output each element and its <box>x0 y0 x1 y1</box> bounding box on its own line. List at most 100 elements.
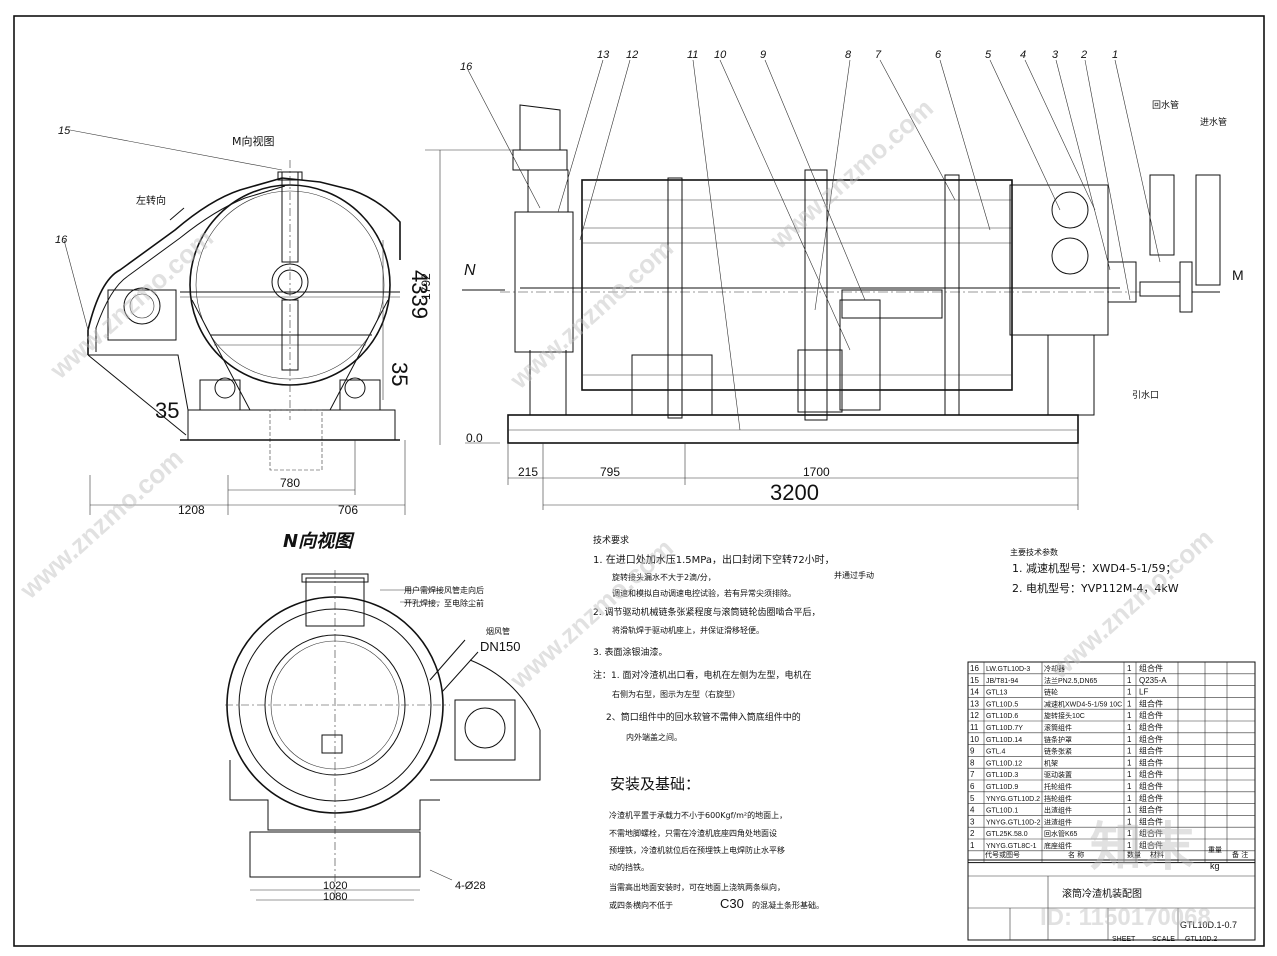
drain-label: 引水口 <box>1132 389 1159 401</box>
bom-qty: 1 <box>1127 829 1132 838</box>
bom-name: 出渣组件 <box>1044 806 1072 815</box>
bom-no: 10 <box>970 735 979 744</box>
params-title: 主要技术参数 <box>1010 547 1058 557</box>
balloon-6: 6 <box>935 49 942 61</box>
bom-header-remark: 备 注 <box>1232 850 1248 859</box>
bom-no: 13 <box>970 699 979 708</box>
bom-mat: 组合件 <box>1139 769 1163 779</box>
dim-3200: 3200 <box>770 480 819 505</box>
balloon-1: 1 <box>1112 49 1118 61</box>
bom-mat: 组合件 <box>1139 793 1163 803</box>
bom-code: GTL25K.58.0 <box>986 831 1028 838</box>
watermark-site-3: www.znzmo.com <box>763 93 939 255</box>
bom-no: 12 <box>970 711 979 720</box>
footer-code: GTL10D.2 <box>1185 936 1217 943</box>
balloon-12: 12 <box>626 49 638 61</box>
bom-name: 链轮 <box>1044 688 1058 697</box>
drawing-no: GTL10D.1-0.7 <box>1180 920 1237 930</box>
side-view <box>63 129 520 515</box>
bom-qty: 1 <box>1127 723 1132 732</box>
bom-mat: 组合件 <box>1139 722 1163 732</box>
bom-qty: 1 <box>1127 676 1132 685</box>
bom-qty: 1 <box>1127 817 1132 826</box>
title-block <box>967 859 1256 941</box>
bom-code: GTL10D.7Y <box>986 725 1023 732</box>
bom-qty: 1 <box>1127 758 1132 767</box>
rotation-label: 左转向 <box>136 194 166 207</box>
holes-label: 4-Ø28 <box>455 880 486 892</box>
dim-1020: 1020 <box>323 880 347 892</box>
balloon-16-side: 16 <box>55 234 68 246</box>
dim-795: 795 <box>600 465 620 479</box>
bom-code: YNYG.GTL10D-2 <box>986 819 1041 826</box>
foundation-line-1: 冷渣机平置于承载力不小于600Kgf/m²的地面上， <box>609 810 787 820</box>
bom-mat: 组合件 <box>1139 840 1163 850</box>
bom-code: GTL13 <box>986 690 1008 697</box>
balloon-2: 2 <box>1080 49 1087 61</box>
bom-header-unit: kg <box>1210 861 1220 871</box>
balloon-10: 10 <box>714 49 727 61</box>
tech-item-8: 右侧为右型，图示为左型（右旋型） <box>612 689 740 699</box>
duct-size: DN150 <box>480 639 520 654</box>
bom-qty: 1 <box>1127 735 1132 744</box>
bom-mat: 组合件 <box>1139 698 1163 708</box>
tech-item-1: 1. 在进口处加水压1.5MPa，出口封闭下空转72小时， <box>593 553 835 566</box>
bom-code: YNYG.GTL10D.2 <box>986 796 1040 803</box>
duct-label: 烟风管 <box>486 626 510 636</box>
bom-code: GTL10D.5 <box>986 701 1018 708</box>
bom-header-name: 名 称 <box>1068 850 1084 859</box>
bom-no: 1 <box>970 841 975 850</box>
foundation-line-7: 的混凝土条形基础。 <box>752 900 824 910</box>
bom-mat: 组合件 <box>1139 663 1163 673</box>
param-2: 2. 电机型号：YVP112M-4，4kW <box>1012 581 1179 595</box>
watermark-id: ID: 1150170068 <box>1040 904 1211 931</box>
bom-mat: 组合件 <box>1139 734 1163 744</box>
foundation-line-4: 动的挡铁。 <box>609 862 649 872</box>
balloon-9: 9 <box>760 49 766 61</box>
balloon-8: 8 <box>845 49 852 61</box>
tech-item-5: 将滑轨焊于驱动机座上，并保证滑移轻便。 <box>612 625 764 635</box>
tech-side-note: 并通过手动 <box>834 570 874 580</box>
tech-item-3: 调速和模拟自动调速电控试验，若有异常尖须排除。 <box>612 588 796 598</box>
bom-mat: 组合件 <box>1139 757 1163 767</box>
bom-mat: 组合件 <box>1139 746 1163 756</box>
balloon-15: 15 <box>58 125 71 137</box>
balloon-3: 3 <box>1052 49 1059 61</box>
bom-no: 2 <box>970 829 975 838</box>
dim-1792: 1792 <box>419 273 433 300</box>
foundation-line-6: 或四条横向不低于 <box>609 900 673 910</box>
bom-name: 减速机XWD4-5-1/59 10C <box>1044 699 1122 708</box>
tech-title: 技术要求 <box>593 534 629 546</box>
side-view-m-label: M向视图 <box>232 134 275 148</box>
bom-mat: Q235-A <box>1139 676 1167 685</box>
sheet-frame <box>13 15 1265 947</box>
bom-name: 法兰PN2.5,DN65 <box>1044 676 1097 685</box>
foundation-c30: C30 <box>720 896 744 911</box>
tech-item-7: 注：1. 面对冷渣机出口看，电机在左侧为左型，电机在 <box>593 669 811 681</box>
bom-qty: 1 <box>1127 664 1132 673</box>
bom-mat: 组合件 <box>1139 781 1163 791</box>
bom-mat: 组合件 <box>1139 805 1163 815</box>
dim-1208: 1208 <box>178 503 205 517</box>
bom-name: 托轮组件 <box>1044 782 1072 791</box>
bom-qty: 1 <box>1127 782 1132 791</box>
bom-name: 链条张紧 <box>1044 747 1072 756</box>
bom-mat: 组合件 <box>1139 828 1163 838</box>
bom-code: GTL10D.1 <box>986 808 1018 815</box>
dim-4339: 4339 <box>407 270 432 319</box>
bom-qty: 1 <box>1127 747 1132 756</box>
bom-qty: 1 <box>1127 806 1132 815</box>
bom-header-code: 代号或图号 <box>985 850 1020 859</box>
drawing-name: 滚筒冷渣机装配图 <box>1062 887 1142 900</box>
bom-name: 挡轮组件 <box>1044 794 1072 803</box>
foundation-line-5: 当需高出地面安装时，可在地面上浇筑两条纵向， <box>609 882 785 892</box>
bom-qty: 1 <box>1127 699 1132 708</box>
dim-706: 706 <box>338 503 358 517</box>
bom-no: 11 <box>970 723 979 732</box>
tech-item-4: 2. 调节驱动机械链条张紧程度与滚筒链轮齿圈啮合平后， <box>593 606 820 618</box>
bom-no: 15 <box>970 676 979 685</box>
bom-name: 驱动装置 <box>1044 770 1072 779</box>
